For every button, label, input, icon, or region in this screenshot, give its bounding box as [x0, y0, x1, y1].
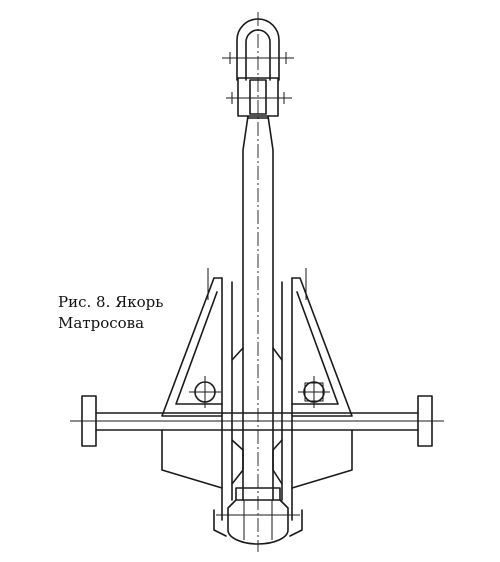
shank — [242, 115, 274, 501]
shackle-pin — [226, 77, 292, 117]
right-fluke — [281, 268, 353, 521]
left-fluke — [161, 268, 233, 521]
right-fluke-hole — [298, 376, 330, 408]
crown-bracing — [231, 347, 283, 485]
figure-caption: Рис. 8. Якорь Матросова — [58, 292, 163, 334]
left-fluke-hole — [189, 376, 221, 408]
crown — [213, 487, 303, 545]
caption-line-2: Матросова — [58, 314, 145, 332]
caption-line-1: Рис. 8. Якорь — [58, 293, 164, 311]
stock — [70, 395, 444, 447]
shackle — [222, 18, 294, 81]
